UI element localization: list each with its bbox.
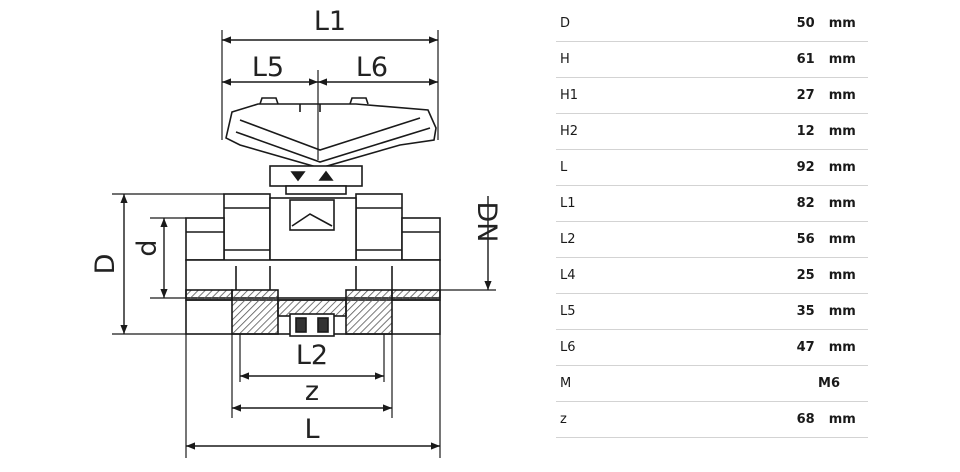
spec-unit: mm (814, 401, 868, 438)
dim-label-d-inner: d (132, 239, 163, 256)
spec-param: L2 (556, 221, 722, 258)
spec-value: 12 (721, 113, 815, 150)
spec-param: L4 (556, 257, 722, 294)
spec-param: L5 (556, 293, 722, 330)
spec-value: 35 (721, 293, 815, 330)
spec-unit: mm (814, 221, 868, 258)
spec-param: M (556, 365, 722, 402)
extension-lines (112, 30, 496, 458)
dim-label-l6: L6 (356, 52, 388, 83)
spec-param: H2 (556, 113, 722, 150)
spec-value: 27 (721, 77, 815, 114)
dimension-lines (120, 36, 492, 450)
spec-unit: mm (814, 6, 868, 42)
spec-unit: mm (814, 113, 868, 150)
spec-unit: mm (814, 185, 868, 222)
spec-param: H1 (556, 77, 722, 114)
dim-label-l2: L2 (296, 340, 328, 371)
spec-unit: mm (814, 329, 868, 366)
spec-param: z (556, 401, 722, 438)
pipe-section (185, 259, 441, 337)
spec-param: L6 (556, 329, 722, 366)
dim-label-z: z (305, 376, 319, 407)
spec-value: 68 (721, 401, 815, 438)
spec-value: 82 (721, 185, 815, 222)
spec-value: 25 (721, 257, 815, 294)
stem-indicator (269, 165, 363, 195)
dim-label-l: L (304, 414, 319, 445)
dim-label-l1: L1 (314, 6, 346, 37)
spec-param: H (556, 41, 722, 78)
dim-label-l5: L5 (252, 52, 284, 83)
valve-technical-drawing: L1 L5 L6 D d DN L2 z L (90, 6, 502, 458)
spec-value: 47 (721, 329, 815, 366)
valve-body (185, 193, 441, 265)
dim-label-d-outer: D (90, 254, 121, 275)
spec-value: 56 (721, 221, 815, 258)
spec-value: 61 (721, 41, 815, 78)
spec-value: 50 (721, 6, 815, 42)
spec-unit: mm (814, 41, 868, 78)
spec-unit: mm (814, 293, 868, 330)
spec-param: L1 (556, 185, 722, 222)
spec-value: 92 (721, 149, 815, 186)
spec-unit: mm (814, 77, 868, 114)
spec-unit: mm (814, 257, 868, 294)
spec-param: L (556, 149, 722, 186)
dim-label-dn: DN (471, 202, 502, 243)
spec-value: M6 (721, 365, 868, 402)
spec-unit: mm (814, 149, 868, 186)
spec-param: D (556, 6, 722, 42)
handle-lever (225, 97, 437, 169)
